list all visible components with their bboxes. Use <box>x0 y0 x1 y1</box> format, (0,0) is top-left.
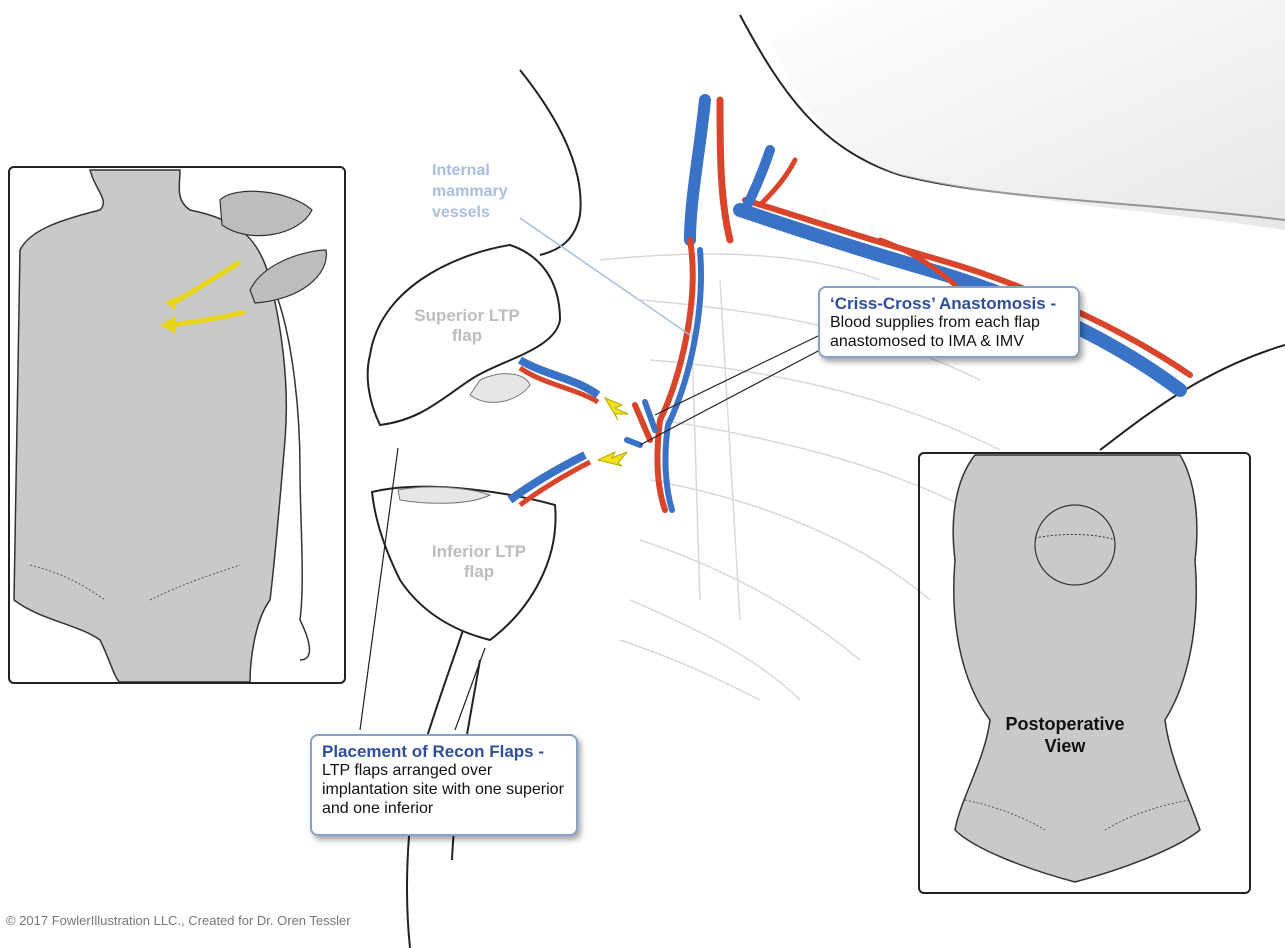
placement-body: LTP flaps arranged over implantation sit… <box>322 762 564 817</box>
anastomosis-site <box>627 402 655 445</box>
anastomosis-title: ‘Criss-Cross’ Anastomosis - <box>830 294 1068 313</box>
placement-callout: Placement of Recon Flaps - LTP flaps arr… <box>310 734 578 836</box>
anastomosis-callout: ‘Criss-Cross’ Anastomosis - Blood suppli… <box>818 286 1080 358</box>
copyright: © 2017 FowlerIllustration LLC., Created … <box>6 913 351 928</box>
anastomosis-arrows <box>598 398 628 466</box>
shoulder-shading <box>770 0 1285 230</box>
postop-panel <box>918 452 1251 894</box>
postop-label: Postoperative View <box>1000 713 1130 757</box>
inferior-flap-label: Inferior LTP flap <box>424 542 534 582</box>
preop-panel <box>8 166 346 684</box>
vessels-label: Internal mammary vessels <box>432 160 552 223</box>
anastomosis-body: Blood supplies from each flap anastomose… <box>830 314 1040 350</box>
placement-title: Placement of Recon Flaps - <box>322 742 566 761</box>
superior-flap-label: Superior LTP flap <box>412 306 522 346</box>
